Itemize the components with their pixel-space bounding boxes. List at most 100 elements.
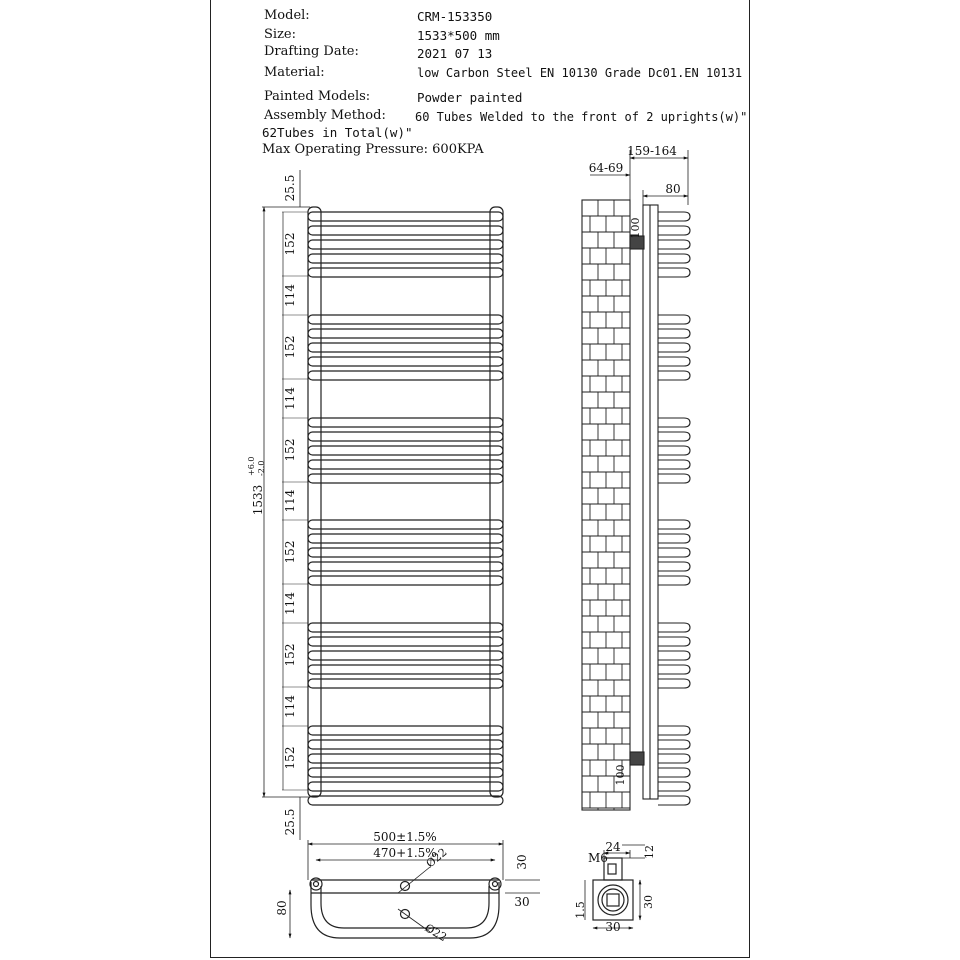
side-tube xyxy=(658,417,691,428)
side-dim-159-164: 159-164 xyxy=(627,144,677,158)
front-tube xyxy=(307,370,504,381)
top-margin-dim: 25.5 xyxy=(283,175,297,202)
side-tube xyxy=(658,445,691,456)
overall-height-tol-plus: +6.0 xyxy=(247,457,256,476)
side-tube xyxy=(658,561,691,572)
side-dim-100-bottom: 100 xyxy=(614,765,627,786)
side-tube xyxy=(658,342,691,353)
plan-right-upright-circle xyxy=(488,877,502,891)
front-tube xyxy=(307,781,504,792)
side-tube xyxy=(658,370,691,381)
side-tube xyxy=(658,678,691,689)
front-tube xyxy=(307,547,504,558)
block-height-dim: 152 xyxy=(283,439,297,462)
model-value: CRM-153350 xyxy=(417,9,493,24)
drafting-date-value: 2021 07 13 xyxy=(417,46,493,61)
side-tube xyxy=(658,767,691,778)
plan-dim-30-top: 30 xyxy=(515,854,529,869)
block-height-dim: 152 xyxy=(283,541,297,564)
size-value: 1533*500 mm xyxy=(417,28,500,43)
drafting-date-label: Drafting Date: xyxy=(264,44,359,59)
gap-height-dim: 114 xyxy=(283,695,297,718)
side-dim-80: 80 xyxy=(665,182,680,196)
front-tube xyxy=(307,356,504,367)
side-tube xyxy=(658,519,691,530)
front-tube xyxy=(307,561,504,572)
bracket-stem xyxy=(603,857,623,881)
front-tube xyxy=(307,431,504,442)
plan-tube-outer xyxy=(310,882,500,939)
plan-depth: 80 xyxy=(275,900,289,915)
bracket-height: 30 xyxy=(642,895,655,909)
side-view xyxy=(581,150,691,811)
block-height-dim: 152 xyxy=(283,644,297,667)
front-tube xyxy=(307,239,504,250)
assembly-method-value: 60 Tubes Welded to the front of 2 uprigh… xyxy=(415,110,748,124)
right-upright xyxy=(489,206,504,798)
plan-overall-width: 500±1.5% xyxy=(373,830,436,844)
plan-left-upright-circle xyxy=(309,877,323,891)
side-tube xyxy=(658,431,691,442)
front-tube xyxy=(307,314,504,325)
bracket-width-top: 24 xyxy=(605,840,621,854)
front-tube xyxy=(307,622,504,633)
side-tube xyxy=(658,328,691,339)
bracket-dim-12: 12 xyxy=(643,845,656,859)
bracket-square xyxy=(592,879,634,921)
block-height-dim: 152 xyxy=(283,747,297,770)
front-tube xyxy=(307,795,504,806)
side-tube xyxy=(658,533,691,544)
side-dim-100-top: 100 xyxy=(629,218,642,239)
side-tube xyxy=(658,211,691,222)
plan-view xyxy=(288,840,540,939)
plan-dim-30-side: 30 xyxy=(514,895,529,909)
bracket-dim-1-5: 1.5 xyxy=(574,901,587,919)
block-height-dim: 152 xyxy=(283,233,297,256)
plan-centers-width: 470+1.5% xyxy=(373,846,436,860)
front-tube xyxy=(307,739,504,750)
material-label: Material: xyxy=(264,65,325,80)
overall-height-label: 1533 +6.0 -2.0 xyxy=(247,457,266,516)
left-upright xyxy=(307,206,322,798)
front-view xyxy=(262,170,504,840)
top-bracket xyxy=(629,235,645,250)
size-label: Size: xyxy=(264,27,296,42)
front-tube xyxy=(307,678,504,689)
front-tube xyxy=(307,267,504,278)
gap-height-dim: 114 xyxy=(283,592,297,615)
side-tube xyxy=(658,239,691,250)
tubes-total: 62Tubes in Total(w)" xyxy=(262,125,413,140)
block-height-dim: 152 xyxy=(283,336,297,359)
side-tube xyxy=(658,356,691,367)
bracket-thread: M6 xyxy=(588,851,608,865)
plan-tube-dia-2: Ø22 xyxy=(423,921,449,944)
front-tube xyxy=(307,328,504,339)
side-tube xyxy=(658,225,691,236)
side-tube xyxy=(658,622,691,633)
painted-models-label: Painted Models: xyxy=(264,89,371,104)
side-tube xyxy=(658,664,691,675)
front-tube xyxy=(307,725,504,736)
side-tube xyxy=(658,650,691,661)
side-tube xyxy=(658,725,691,736)
side-tube xyxy=(658,267,691,278)
bracket-ring-outer xyxy=(597,884,629,916)
drawing-frame xyxy=(210,0,750,958)
gap-height-dim: 114 xyxy=(283,387,297,410)
overall-height-dim: 1533 xyxy=(251,485,265,516)
front-tube xyxy=(307,225,504,236)
bracket-width-bottom: 30 xyxy=(605,920,620,934)
front-tube xyxy=(307,636,504,647)
side-tube xyxy=(658,753,691,764)
painted-models-value: Powder painted xyxy=(417,90,523,105)
plan-tube-inner xyxy=(320,886,490,929)
front-tube xyxy=(307,211,504,222)
front-tube xyxy=(307,650,504,661)
side-tube xyxy=(658,459,691,470)
side-tube xyxy=(658,575,691,586)
gap-height-dim: 114 xyxy=(283,489,297,512)
plan-tube-section-2 xyxy=(399,908,411,920)
bracket-detail xyxy=(584,844,645,930)
front-tube xyxy=(307,253,504,264)
side-dim-64-69: 64-69 xyxy=(589,161,624,175)
